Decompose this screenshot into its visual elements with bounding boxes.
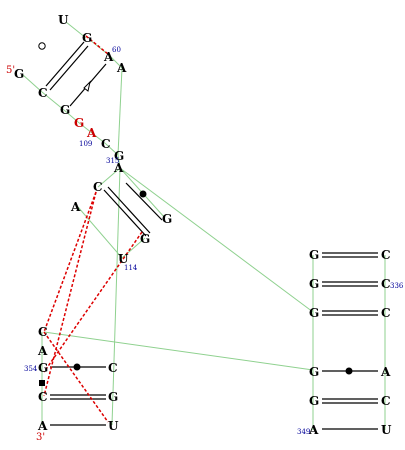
nucleotide-u: U	[108, 419, 119, 433]
tertiary-interactions	[43, 35, 143, 423]
nucleotide-g: G	[162, 212, 172, 226]
nucleotide-u: U	[381, 423, 392, 437]
nucleotide-c: C	[38, 325, 48, 339]
residue-number: 349	[297, 428, 310, 436]
nucleotide-a: A	[103, 50, 114, 64]
residue-number: 336	[390, 282, 404, 290]
nucleotide-a-highlighted: A	[86, 126, 97, 140]
nucleotide-g: G	[14, 67, 24, 81]
nucleotide-c: C	[38, 86, 48, 100]
nucleotide-g: G	[82, 31, 92, 45]
nucleotide-a: A	[116, 61, 127, 75]
residue-number: 354	[24, 365, 38, 373]
residue-numbers: 60 109 315 114 336 354 349	[24, 46, 404, 436]
nucleotide-c: C	[381, 248, 391, 262]
nucleotide-g: G	[309, 394, 319, 408]
nucleotide-c: C	[381, 277, 391, 291]
open-triangle-symbol	[83, 80, 91, 92]
nucleotide-g: G	[38, 361, 48, 375]
nucleotide-a: A	[37, 344, 48, 358]
nucleotide-g: G	[140, 232, 150, 246]
base-pairs	[45, 41, 378, 430]
nucleotide-a: A	[380, 365, 391, 379]
three-prime-label: 3'	[36, 432, 45, 443]
residue-number: 60	[112, 46, 121, 54]
nucleotide-c: C	[108, 361, 118, 375]
residue-number: 114	[124, 264, 138, 272]
nucleotide-c: C	[38, 390, 48, 404]
residue-number: 109	[79, 140, 92, 148]
nucleotide-c: C	[381, 394, 391, 408]
nucleotide-g: G	[114, 149, 124, 163]
filled-circle-symbol	[139, 190, 147, 198]
nucleotides: U G A A G C G G A C G A C A G G U C A G …	[14, 13, 392, 437]
nucleotide-c: C	[93, 180, 103, 194]
filled-circle-symbol	[73, 363, 81, 371]
filled-square-symbol	[39, 380, 45, 386]
nucleotide-c: C	[101, 137, 111, 151]
nucleotide-g: G	[60, 103, 70, 117]
nucleotide-u: U	[118, 252, 129, 266]
nucleotide-c: C	[381, 306, 391, 320]
residue-number: 315	[106, 157, 119, 165]
nucleotide-a: A	[70, 200, 81, 214]
nucleotide-a: A	[308, 423, 319, 437]
nucleotide-u: U	[58, 13, 69, 27]
open-circle-symbol	[38, 42, 46, 50]
nucleotide-a: A	[37, 419, 48, 433]
pair-symbols	[38, 42, 353, 386]
nucleotide-g: G	[309, 277, 319, 291]
nucleotide-a: A	[113, 161, 124, 175]
filled-circle-symbol	[345, 367, 353, 375]
nucleotide-g: G	[108, 390, 118, 404]
nucleotide-g: G	[309, 248, 319, 262]
nucleotide-g-highlighted: G	[74, 116, 84, 130]
nucleotide-g: G	[309, 306, 319, 320]
five-prime-label: 5'	[6, 65, 15, 76]
nucleotide-g: G	[309, 365, 319, 379]
